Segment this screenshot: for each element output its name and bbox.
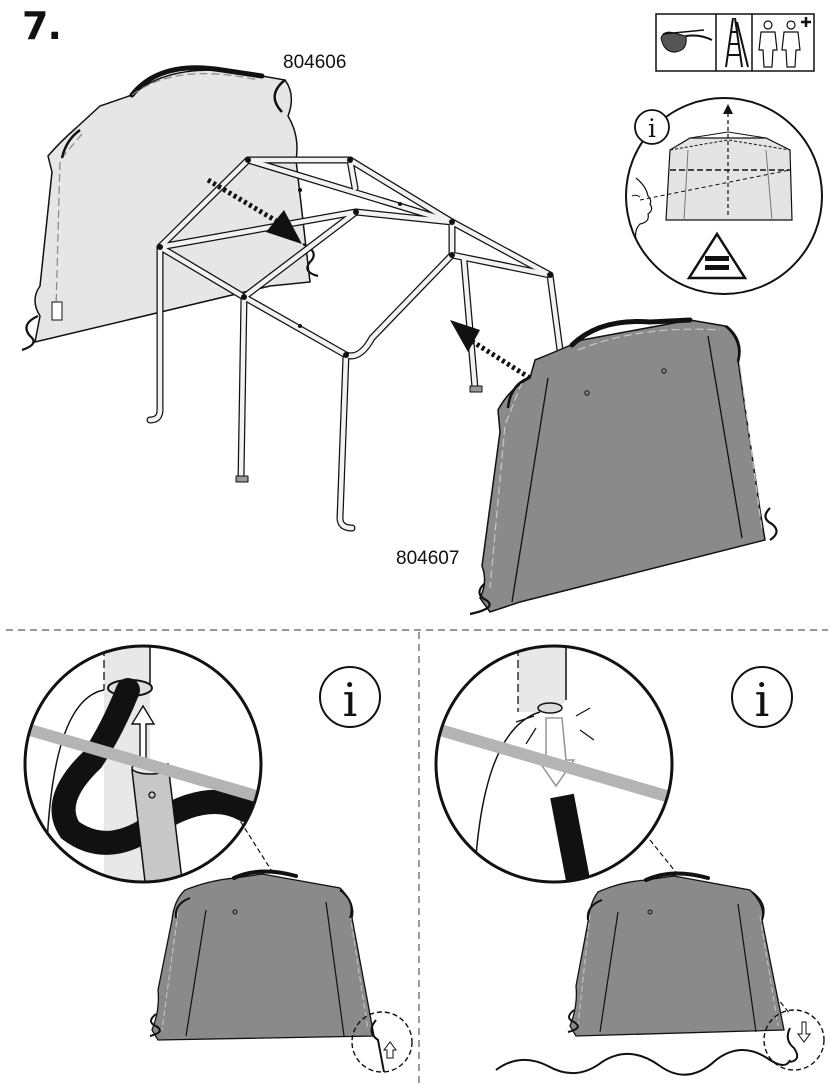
- svg-text:i: i: [755, 673, 770, 727]
- step-number: 7.: [22, 4, 62, 48]
- svg-text:i: i: [343, 673, 358, 727]
- part-number-back-panel: 804606: [283, 52, 347, 73]
- section-dividers: [6, 629, 828, 1085]
- equal-sign-icon: [686, 231, 748, 280]
- ladder-icon: [725, 17, 749, 68]
- insert-direction-arrows: [206, 177, 532, 381]
- steel-frame: [146, 156, 564, 532]
- svg-text:i: i: [648, 114, 656, 143]
- info-icon: i: [634, 109, 670, 145]
- safety-glasses-icon: [660, 29, 713, 53]
- detail-correct-rope-through-pipe: i: [23, 644, 413, 1073]
- alignment-info-circle: i: [625, 97, 823, 295]
- front-end-panel: [469, 317, 778, 616]
- part-number-front-panel: 804607: [396, 548, 460, 569]
- info-icon: i: [319, 666, 381, 728]
- back-end-panel: [21, 65, 319, 352]
- safety-icon-bar: [655, 13, 815, 72]
- info-icon: i: [731, 666, 793, 728]
- two-person-icon: [758, 17, 811, 68]
- detail-incorrect-rope-outside: i: [434, 644, 825, 1076]
